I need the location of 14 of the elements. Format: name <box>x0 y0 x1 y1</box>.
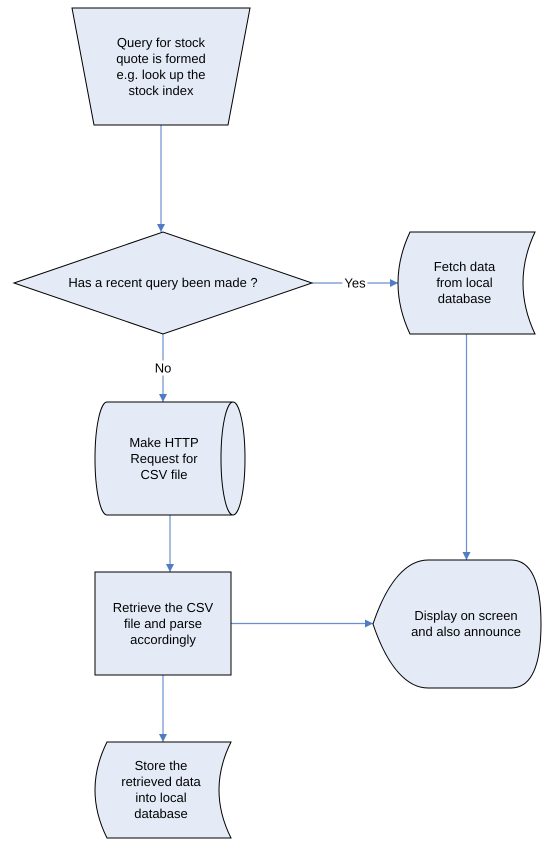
node-label: Make HTTP Request for CSV file <box>128 434 200 482</box>
arrow <box>231 620 373 628</box>
node-label: Display on screen and also announce <box>410 608 522 640</box>
arrow <box>157 125 165 232</box>
node-label: Query for stock quote is formed e.g. look up the stock index <box>115 34 207 98</box>
edge-label: Yes <box>342 276 368 290</box>
arrow <box>166 515 174 572</box>
node-label: Has a recent query been made ? <box>68 275 258 291</box>
edge-label: No <box>152 360 174 376</box>
node-label: Retrieve the CSV file and parse accordingly <box>112 600 214 648</box>
arrow <box>159 675 167 742</box>
arrow <box>462 334 470 560</box>
node-label: Fetch data from local database <box>432 259 496 307</box>
node-label: Store the retrieved data into local database <box>120 758 202 822</box>
